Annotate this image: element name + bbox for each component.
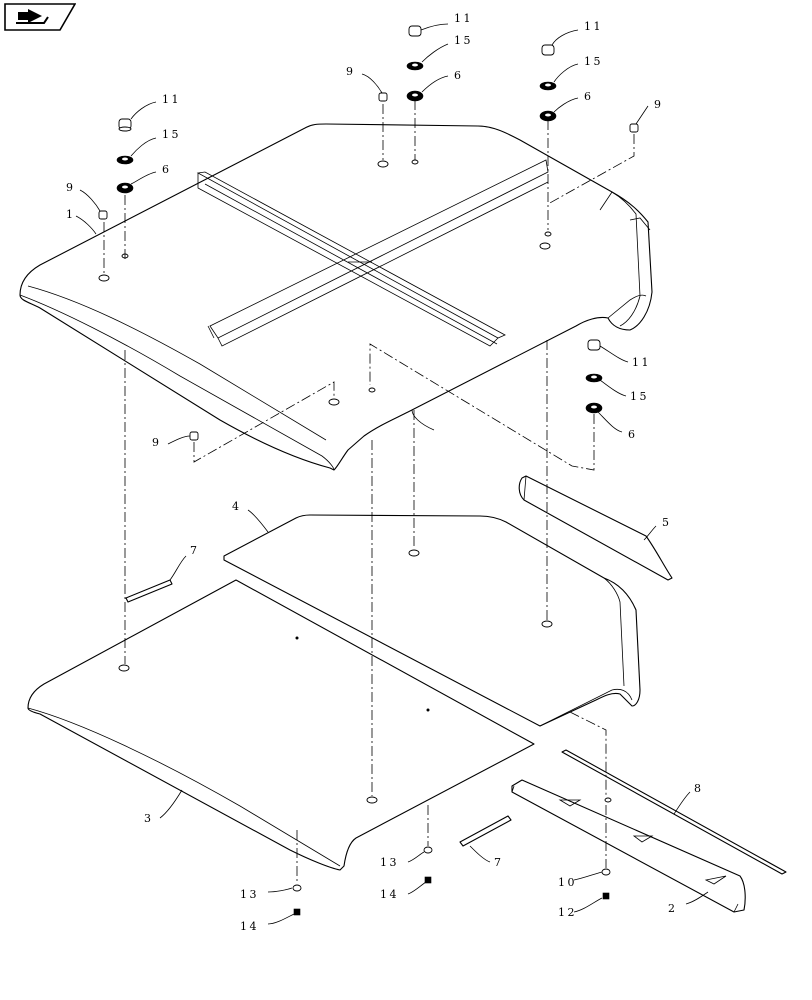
callout-7b: 7 (494, 856, 504, 869)
callout-14a: 14 (380, 888, 399, 901)
callout-7a: 7 (190, 544, 200, 557)
callout-5: 5 (662, 516, 672, 529)
callout-11a: 11 (454, 12, 473, 25)
back-arrow-icon (4, 3, 76, 31)
bolt-11-d (587, 339, 601, 351)
callout-8: 8 (694, 782, 704, 795)
callout-9a: 9 (346, 65, 356, 78)
callout-6c: 6 (584, 90, 594, 103)
bolt-11-b (408, 25, 422, 37)
leader-lines (75, 23, 709, 925)
callout-15c: 15 (584, 55, 603, 68)
callout-15b: 15 (162, 128, 181, 141)
callout-11b: 11 (162, 93, 181, 106)
callout-9b: 9 (66, 181, 76, 194)
callout-13a: 13 (380, 856, 399, 869)
callout-1: 1 (66, 208, 76, 221)
callout-11d: 11 (632, 356, 651, 369)
callout-6d: 6 (628, 428, 638, 441)
callout-10: 10 (558, 876, 577, 889)
callout-9d: 9 (152, 436, 162, 449)
rod-7-upper (125, 579, 173, 603)
hardware-group (98, 25, 639, 916)
back-nav-button[interactable] (4, 3, 76, 31)
callout-2: 2 (668, 902, 678, 915)
plug-9-d (189, 431, 199, 441)
bracket-2 (511, 779, 746, 913)
callout-14b: 14 (240, 920, 259, 933)
bolt-11-c (541, 44, 555, 56)
callout-4: 4 (232, 500, 242, 513)
center-lines (103, 100, 635, 884)
callout-13b: 13 (240, 888, 259, 901)
callout-12: 12 (558, 906, 577, 919)
bolt-11-a (118, 118, 132, 132)
callout-9c: 9 (654, 98, 664, 111)
headliner-panel (223, 514, 641, 727)
callout-15d: 15 (630, 390, 649, 403)
callout-6b: 6 (162, 163, 172, 176)
roof-panel (19, 123, 653, 471)
lower-roof-panel (27, 579, 535, 871)
callout-15a: 15 (454, 34, 473, 47)
callout-labels: 11 15 6 9 1 9 11 15 6 11 15 6 9 11 15 6 … (66, 12, 704, 933)
plug-9-a (98, 210, 108, 220)
rod-8 (561, 749, 787, 875)
trim-strip-5 (518, 475, 673, 581)
plug-9-b (378, 92, 388, 102)
plug-9-c (629, 123, 639, 133)
callout-6a: 6 (454, 69, 464, 82)
rod-7-lower (459, 815, 512, 847)
callout-3: 3 (144, 812, 154, 825)
callout-11c: 11 (584, 20, 603, 33)
